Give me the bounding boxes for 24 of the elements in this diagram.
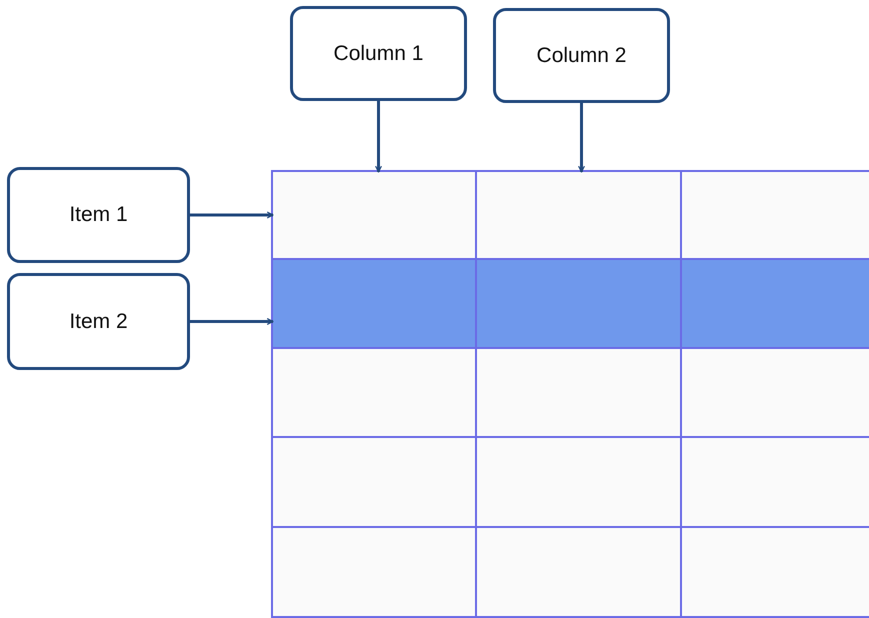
arrow (190, 318, 274, 325)
table-cell (273, 172, 477, 260)
box-label: Column 2 (536, 44, 626, 68)
arrow (375, 101, 382, 173)
arrow (578, 103, 585, 173)
label-box (7, 167, 190, 263)
table-cell (477, 349, 682, 438)
table-cell (273, 528, 477, 618)
arrow (190, 212, 274, 218)
table-cell (477, 528, 682, 618)
box-label: Item 1 (69, 203, 128, 227)
table-cell (273, 349, 477, 438)
table-cell (477, 172, 682, 260)
label-box (7, 273, 190, 370)
table-cell (477, 260, 682, 349)
table-cell (682, 260, 869, 349)
label-box (493, 8, 670, 103)
table-grid (271, 170, 869, 618)
box-label: Column 1 (334, 42, 424, 66)
table-cell (477, 438, 682, 528)
box-label: Item 2 (69, 310, 128, 334)
table-cell (273, 438, 477, 528)
label-box (290, 6, 467, 101)
table-cell (273, 260, 477, 349)
